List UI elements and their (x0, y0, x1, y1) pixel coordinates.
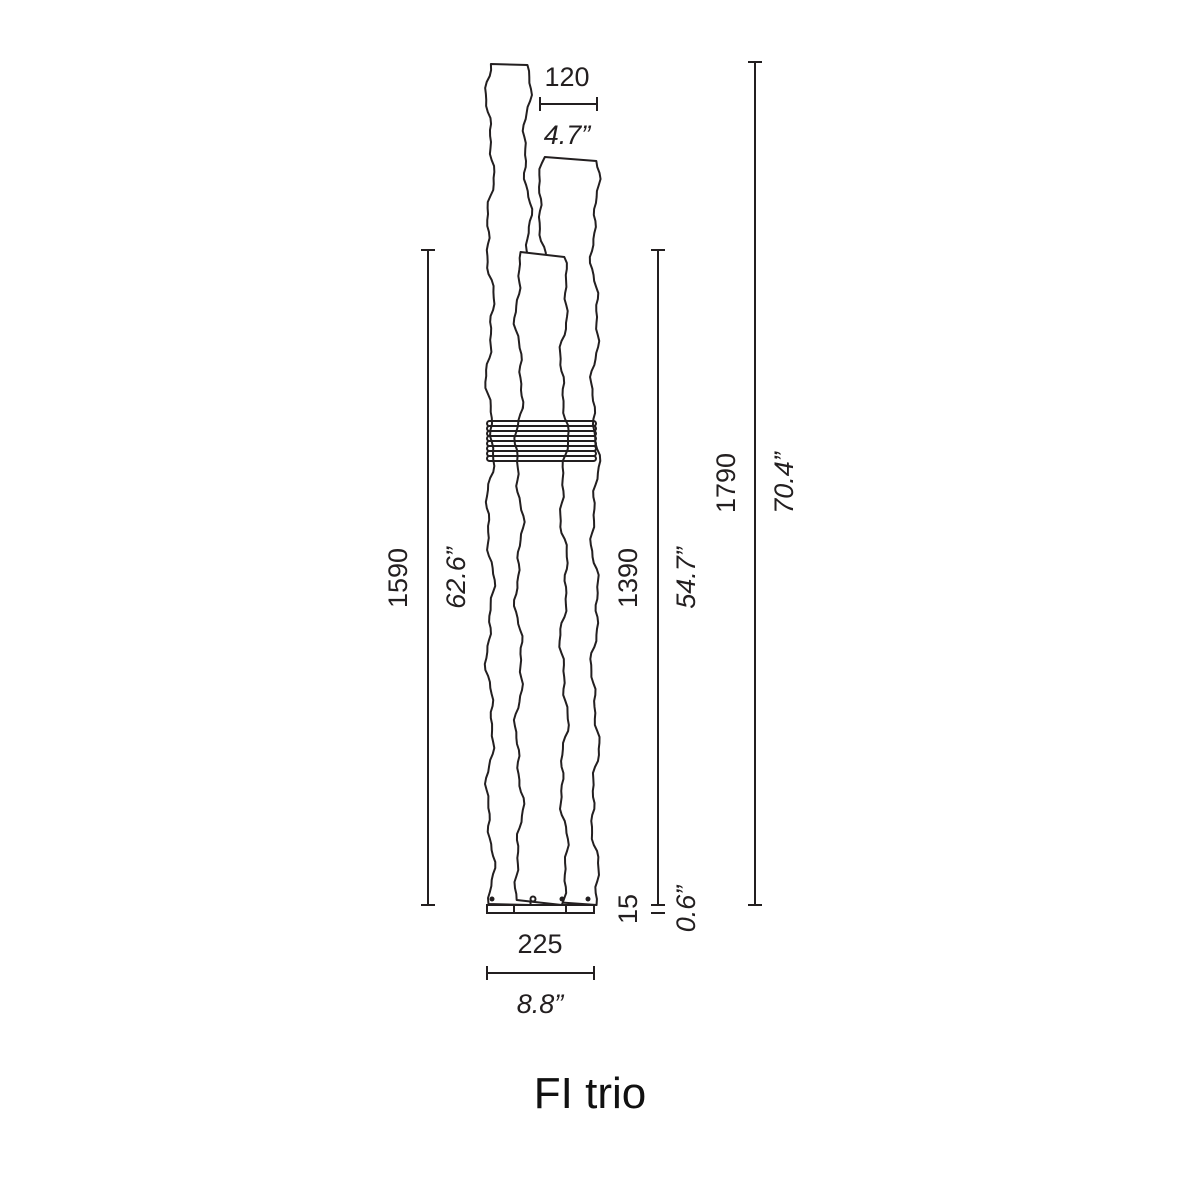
base-height-mm: 15 (613, 894, 643, 924)
middle-height-in: 54.7” (671, 546, 701, 609)
base-width-mm: 225 (517, 929, 562, 959)
left-height-mm: 1590 (383, 548, 413, 608)
top-width-mm: 120 (544, 62, 589, 92)
base-width-in: 8.8” (517, 989, 565, 1019)
dimension-total-height: 1790 70.4” (711, 61, 799, 906)
total-height-mm: 1790 (711, 453, 741, 513)
dimension-left-height: 1590 62.6” (383, 249, 471, 906)
tube-ring (486, 455, 597, 462)
dimension-middle-height: 1390 54.7” (613, 249, 701, 914)
dimension-base-width: 225 8.8” (486, 929, 595, 1019)
lamp-base (486, 895, 595, 914)
lamp-tubes (483, 63, 602, 906)
total-height-in: 70.4” (769, 451, 799, 514)
dimension-base-height: 15 0.6” (613, 885, 701, 933)
dimension-top-width: 120 4.7” (539, 62, 598, 150)
middle-height-mm: 1390 (613, 548, 643, 608)
base-height-in: 0.6” (671, 885, 701, 933)
product-title: FI trio (534, 1069, 646, 1118)
tube-rings (486, 420, 597, 462)
left-height-in: 62.6” (441, 546, 471, 609)
top-width-in: 4.7” (544, 120, 592, 150)
